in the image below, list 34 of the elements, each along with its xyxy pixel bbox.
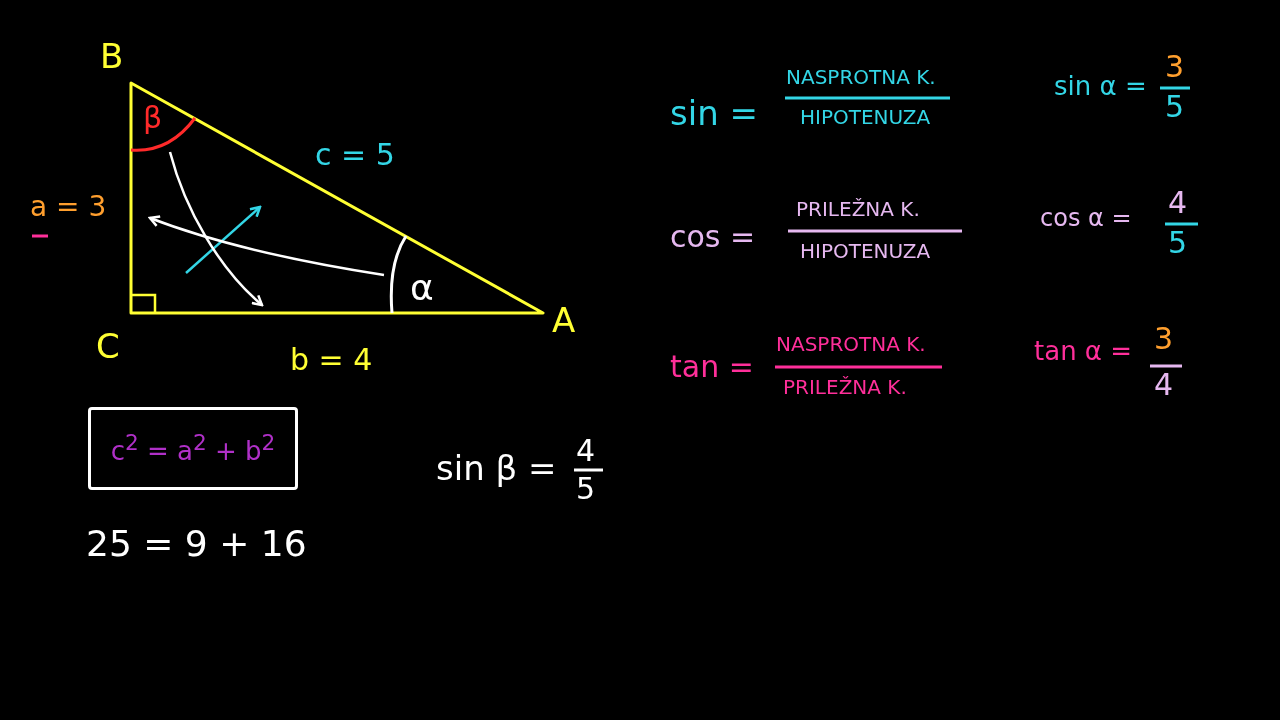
numerator: NASPROTNA K. [776, 333, 926, 355]
denominator: 5 [576, 472, 596, 505]
denominator: PRILEŽNA K. [783, 376, 907, 398]
side-label: a = 3 [30, 192, 107, 223]
side-label: c = 5 [315, 138, 395, 171]
formula: cos = [670, 220, 756, 253]
denominator: 4 [1154, 368, 1174, 401]
denominator: HIPOTENUZA [800, 240, 931, 262]
vertex-label: B [100, 38, 124, 76]
numerator: 3 [1154, 322, 1174, 355]
arrow [148, 215, 385, 277]
denominator: 5 [1165, 90, 1185, 123]
denominator: 5 [1168, 226, 1188, 259]
formula: tan α = [1034, 337, 1133, 366]
equation: 25 = 9 + 16 [86, 524, 307, 564]
numerator: 4 [1168, 186, 1188, 219]
formula: sin α = [1054, 72, 1147, 101]
formula-box [88, 407, 298, 490]
vertex-label: A [552, 302, 576, 340]
formula: cos α = [1040, 205, 1132, 232]
formula: sin β = [436, 450, 557, 488]
arrow [168, 151, 264, 307]
vertex-label: C [96, 328, 120, 366]
formula: c$^{2}$ = a$^{2}$ + b$^{2}$ [110, 431, 276, 466]
angle-label: α [410, 268, 434, 308]
denominator: HIPOTENUZA [800, 106, 931, 128]
numerator: NASPROTNA K. [786, 66, 936, 88]
side-label: b = 4 [290, 343, 373, 376]
formula: sin = [670, 95, 758, 133]
numerator: 3 [1165, 50, 1185, 83]
numerator: 4 [576, 434, 596, 467]
formula: tan = [670, 350, 754, 383]
angle-label: β [143, 101, 163, 134]
numerator: PRILEŽNA K. [796, 198, 920, 220]
